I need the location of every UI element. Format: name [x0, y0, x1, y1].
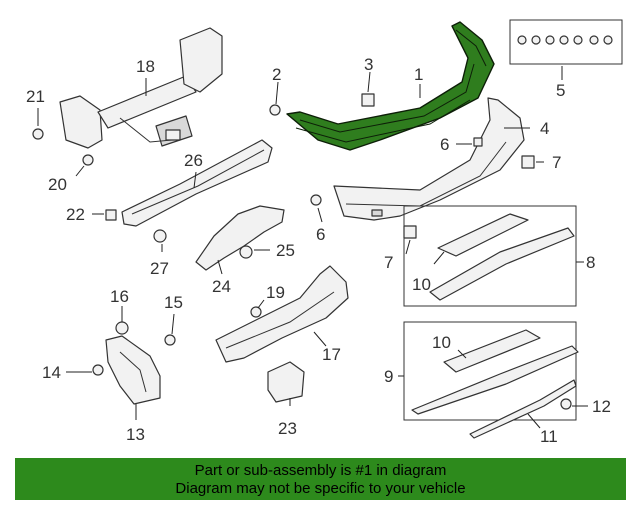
part-23-bracket[interactable]	[267, 361, 305, 403]
part-3-clip[interactable]	[361, 93, 375, 107]
part-13-side-bracket[interactable]	[105, 335, 161, 405]
callout-6b[interactable]: 6	[316, 225, 325, 244]
callout-26[interactable]: 26	[184, 151, 203, 170]
part-18-hitch-receiver[interactable]	[59, 27, 223, 149]
callout-6a[interactable]: 6	[440, 135, 449, 154]
callout-10a[interactable]: 10	[412, 275, 431, 294]
part-4-bumper-cover[interactable]	[333, 97, 525, 221]
part-5-bolt-kit[interactable]	[509, 19, 623, 65]
callout-19[interactable]: 19	[266, 283, 285, 302]
part-17-lower-reinforcement[interactable]	[215, 265, 349, 363]
part-11-strip[interactable]	[469, 379, 577, 439]
callout-11[interactable]: 11	[540, 427, 558, 446]
callout-21[interactable]: 21	[26, 87, 45, 106]
part-7-clip-b[interactable]	[403, 225, 417, 239]
part-24-bracket[interactable]	[195, 205, 285, 271]
callout-12[interactable]: 12	[592, 397, 611, 416]
callout-16[interactable]: 16	[110, 287, 129, 306]
callout-10b[interactable]: 10	[432, 333, 451, 352]
callout-1[interactable]: 1	[414, 65, 423, 84]
callout-9[interactable]: 9	[384, 367, 393, 386]
hardware-fasteners	[32, 104, 572, 410]
callout-15[interactable]: 15	[164, 293, 183, 312]
part-7-clip-a[interactable]	[521, 155, 535, 169]
callout-8[interactable]: 8	[586, 253, 595, 272]
banner-line-1: Part or sub-assembly is #1 in diagram	[194, 462, 447, 479]
part-26-absorber[interactable]	[121, 139, 273, 227]
callout-4[interactable]: 4	[540, 119, 549, 138]
info-banner: Part or sub-assembly is #1 in diagram Di…	[15, 458, 626, 500]
leader-lines	[37, 66, 588, 429]
callout-23[interactable]: 23	[278, 419, 297, 438]
callout-24[interactable]: 24	[212, 277, 231, 296]
callout-3[interactable]: 3	[364, 55, 373, 74]
callout-7b[interactable]: 7	[384, 253, 393, 272]
callout-18[interactable]: 18	[136, 57, 155, 76]
part-1-highlighted[interactable]	[286, 21, 495, 151]
callout-20[interactable]: 20	[48, 175, 67, 194]
callout-14[interactable]: 14	[42, 363, 61, 382]
callout-17[interactable]: 17	[322, 345, 341, 364]
part-9-assembly-box[interactable]	[403, 321, 579, 421]
callout-25[interactable]: 25	[276, 241, 295, 260]
callout-2[interactable]: 2	[272, 65, 281, 84]
callout-labels: 1 2 3 4 5 6 6 7 7 8 9 10 10 11 12 13 14 …	[26, 55, 611, 446]
parts-diagram: 1 2 3 4 5 6 6 7 7 8 9 10 10 11 12 13 14 …	[26, 19, 623, 446]
callout-5[interactable]: 5	[556, 81, 565, 100]
callout-7a[interactable]: 7	[552, 153, 561, 172]
part-8-assembly-box[interactable]	[403, 205, 577, 307]
banner-line-2: Diagram may not be specific to your vehi…	[175, 480, 466, 497]
callout-27[interactable]: 27	[150, 259, 169, 278]
callout-22[interactable]: 22	[66, 205, 85, 224]
callout-13[interactable]: 13	[126, 425, 145, 444]
